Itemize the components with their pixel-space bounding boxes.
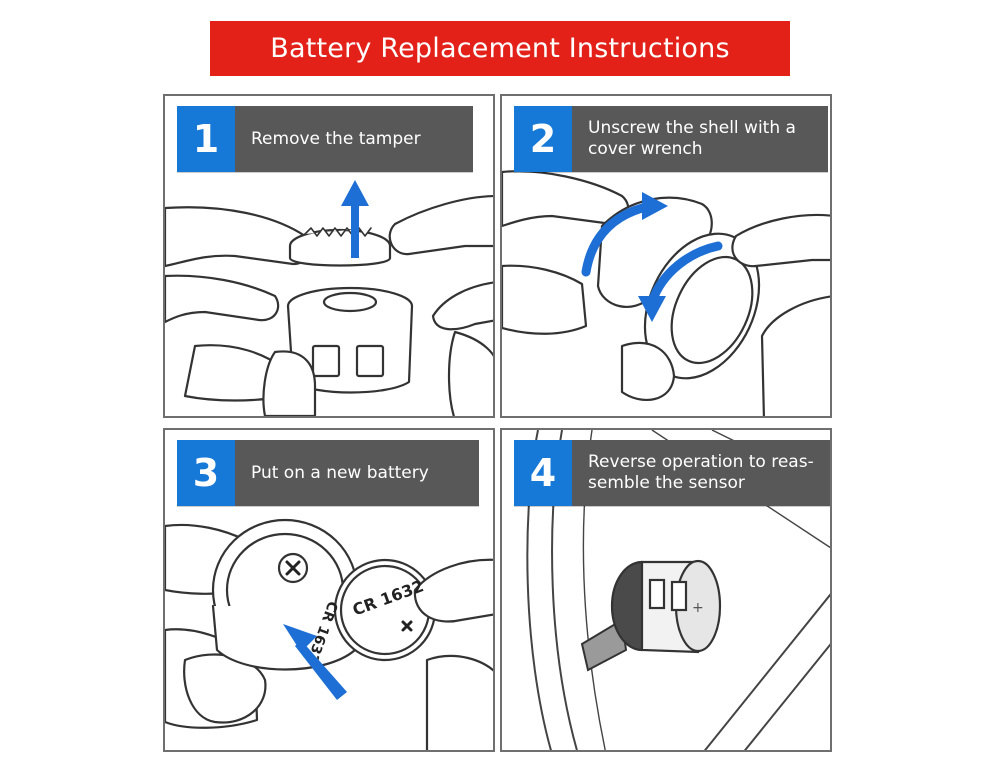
step-text: Unscrew the shell with a cover wrench (588, 118, 796, 159)
step-text: Remove the tamper (251, 128, 421, 149)
step-header-3: 3 Put on a new battery (177, 440, 479, 506)
sensor-mark: + (692, 600, 704, 616)
step-text: Reverse operation to reas- semble the se… (588, 452, 814, 493)
step-header-2: 2 Unscrew the shell with a cover wrench (514, 106, 828, 172)
step-number: 1 (177, 106, 235, 172)
step-panel-2: 2 Unscrew the shell with a cover wrench (500, 94, 832, 418)
page-title: Battery Replacement Instructions (210, 21, 790, 76)
step-number: 2 (514, 106, 572, 172)
step-number: 4 (514, 440, 572, 506)
step-text: Put on a new battery (251, 462, 429, 483)
step-panel-3: CR 1632 CR 1632 3 Put on a new battery (163, 428, 495, 752)
illustration-new-battery: CR 1632 CR 1632 (165, 518, 493, 750)
illustration-unscrew-shell (502, 170, 830, 416)
step-header-4: 4 Reverse operation to reas- semble the … (514, 440, 830, 506)
illustration-reassembled-sensor: + (526, 430, 830, 750)
illustration-remove-tamper (165, 180, 493, 416)
step-panel-1: 1 Remove the tamper (163, 94, 495, 418)
step-panel-4: + 4 Reverse operation to reas- semble th… (500, 428, 832, 752)
step-header-1: 1 Remove the tamper (177, 106, 473, 172)
step-number: 3 (177, 440, 235, 506)
